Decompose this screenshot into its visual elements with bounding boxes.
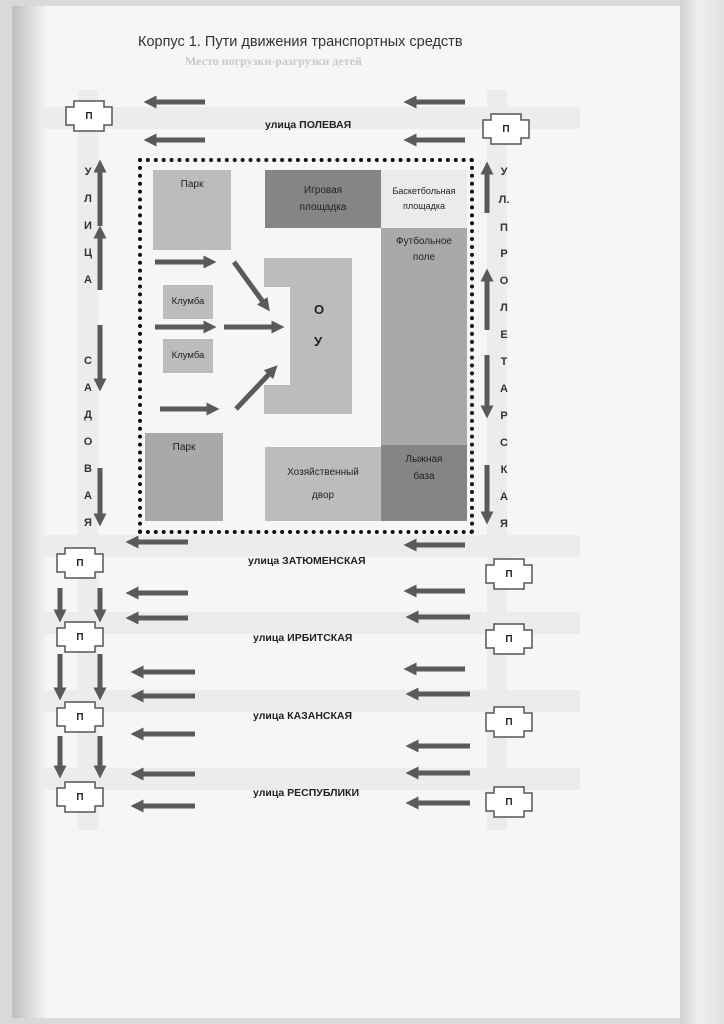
bus-stop: П [55, 546, 105, 580]
utility-label: Хозяйственный [287, 467, 359, 478]
road-polevaya [40, 107, 580, 129]
proletarskaya-letter: Т [500, 356, 508, 368]
bus-stop-label: П [76, 631, 84, 643]
bus-stop: П [484, 557, 534, 591]
sadovaya-letter: Я [84, 517, 92, 529]
proletarskaya-letter: С [500, 437, 508, 449]
bus-stop-label: П [85, 110, 93, 122]
football-label: Футбольное [396, 236, 452, 247]
bus-stop: П [484, 785, 534, 819]
faded-heading: Место погрузки-разгрузки детей [185, 54, 362, 68]
ski-label-2: база [413, 471, 435, 482]
sadovaya-letter: А [84, 382, 92, 394]
arrow-diagonal-up [234, 365, 278, 411]
bus-stop-label: П [76, 711, 84, 723]
proletarskaya-letter: П [500, 222, 508, 234]
bus-stop-label: П [76, 557, 84, 569]
proletarskaya-letter: Я [500, 518, 508, 530]
sadovaya-letter: А [84, 490, 92, 502]
sadovaya-letter: Д [84, 409, 92, 421]
bus-stop-label: П [505, 796, 513, 808]
sadovaya-letter: А [84, 274, 92, 286]
park-bottom-label: Парк [172, 442, 196, 453]
park-bottom: Парк [145, 433, 223, 521]
bus-stop: П [55, 620, 105, 654]
page-edge [680, 0, 724, 1024]
bus-stop-label: П [505, 568, 513, 580]
proletarskaya-letter: Е [500, 329, 508, 341]
playground: Игровая площадка [265, 170, 381, 228]
basketball-label: Баскетбольная [392, 185, 456, 196]
proletarskaya-letter: А [500, 491, 508, 503]
bus-stop-label: П [505, 716, 513, 728]
park-top-label: Парк [180, 179, 204, 190]
street-label-respubliki: улица РЕСПУБЛИКИ [253, 787, 359, 799]
territory-boundary [138, 158, 474, 534]
utility-yard: Хозяйственный двор [265, 447, 381, 521]
sadovaya-letter: У [84, 166, 92, 178]
page-shadow [12, 6, 48, 1018]
basketball-court: Баскетбольная площадка [381, 170, 467, 228]
flowerbed-1-label: Клумба [171, 295, 205, 307]
bus-stop: П [484, 622, 534, 656]
sadovaya-letter: И [84, 220, 92, 232]
basketball-label-2: площадка [402, 201, 446, 211]
bus-stop-label: П [502, 123, 510, 135]
playground-label: Игровая [303, 185, 343, 196]
proletarskaya-letter: Л [500, 302, 508, 314]
street-label-kazanskaya: улица КАЗАНСКАЯ [253, 710, 353, 722]
utility-label-2: двор [311, 490, 335, 501]
flowerbed-2: Клумба [163, 339, 213, 373]
proletarskaya-letter: Р [500, 248, 508, 260]
playground-label-2: площадка [299, 202, 347, 213]
bus-stop-label: П [505, 633, 513, 645]
sadovaya-letter: С [84, 355, 92, 367]
sadovaya-letter: В [84, 463, 92, 475]
school-letter-u: У [314, 334, 323, 349]
sadovaya-letter: Л [84, 193, 92, 205]
bus-stop: П [484, 705, 534, 739]
ski-base: Лыжная база [381, 445, 467, 521]
proletarskaya-letter: О [499, 275, 509, 287]
bus-stop: П [481, 112, 531, 146]
proletarskaya-letter: А [500, 383, 508, 395]
street-label-irbitskaya: улица ИРБИТСКАЯ [253, 632, 353, 644]
arrow-diagonal-down [231, 260, 270, 312]
football-label-2: поле [412, 252, 436, 263]
ski-label: Лыжная [405, 454, 443, 465]
page-title: Корпус 1. Пути движения транспортных сре… [138, 34, 463, 50]
sadovaya-letter: Ц [83, 247, 93, 259]
sadovaya-letter: О [83, 436, 93, 448]
bus-stop: П [64, 99, 114, 133]
bus-stop-label: П [76, 791, 84, 803]
bus-stop: П [55, 780, 105, 814]
proletarskaya-letter: У [500, 166, 508, 178]
flowerbed-2-label: Клумба [171, 349, 205, 361]
bus-stop: П [55, 700, 105, 734]
park-top: Парк [153, 170, 231, 250]
flowerbed-1: Клумба [163, 285, 213, 319]
proletarskaya-letter: Р [500, 410, 508, 422]
proletarskaya-letter: К [500, 464, 508, 476]
proletarskaya-letter: Л. [498, 194, 510, 206]
football-field: Футбольное поле [381, 228, 467, 445]
street-label-zatyumenskaya: улица ЗАТЮМЕНСКАЯ [248, 555, 366, 567]
street-label-polevaya: улица ПОЛЕВАЯ [265, 119, 352, 131]
school-letter-o: О [314, 302, 325, 317]
